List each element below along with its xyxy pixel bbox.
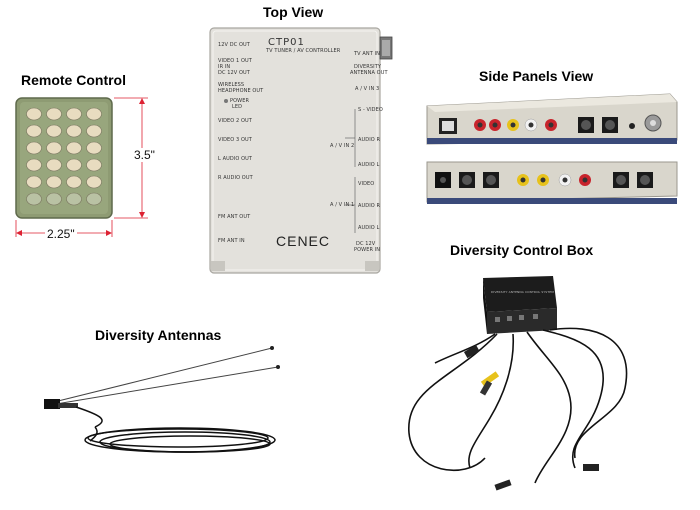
tuner-label-av-in-1: A / V IN 1	[330, 202, 355, 208]
tuner-label-video-1-out: VIDEO 1 OUT	[218, 58, 252, 64]
tuner-label-audio-l-1: AUDIO L	[358, 225, 380, 231]
remote-button	[86, 175, 102, 189]
tuner-label-dc-12v-out: DC 12V OUT	[218, 70, 250, 76]
remote-button	[26, 175, 42, 189]
tuner-label-power-in: POWER IN	[354, 247, 381, 253]
tuner-label-fm-ant-in: FM ANT IN	[218, 238, 245, 244]
tuner-top-view-image	[205, 25, 400, 275]
remote-button	[66, 141, 82, 155]
tuner-label-audio-l-2: AUDIO L	[358, 162, 380, 168]
remote-button	[26, 158, 42, 172]
remote-button	[66, 192, 82, 206]
tuner-label-s-video: S - VIDEO	[358, 107, 383, 113]
remote-button	[26, 124, 42, 138]
diversity-antennas-title: Diversity Antennas	[95, 327, 222, 343]
remote-button	[86, 141, 102, 155]
diversity-control-box-title: Diversity Control Box	[450, 242, 594, 258]
tuner-label-tv-ant-in: TV ANT IN	[354, 51, 380, 57]
remote-button	[86, 192, 102, 206]
tuner-label-audio-r-1: AUDIO R	[358, 203, 381, 209]
remote-button	[86, 158, 102, 172]
remote-button	[46, 124, 62, 138]
remote-control-image	[10, 95, 170, 240]
remote-button	[46, 175, 62, 189]
remote-button	[46, 141, 62, 155]
tuner-label-fm-ant-out: FM ANT OUT	[218, 214, 251, 220]
remote-width-label: 2.25"	[45, 227, 77, 241]
tuner-label-audio-r-2: AUDIO R	[358, 137, 381, 143]
side-panel-top-image	[425, 88, 680, 148]
tuner-brand-logo: CENEC	[276, 233, 331, 249]
tuner-label-headphone-out: HEADPHONE OUT	[218, 88, 264, 94]
tuner-label-ir-in: IR IN	[218, 64, 231, 70]
remote-button	[66, 124, 82, 138]
remote-button	[66, 107, 82, 121]
tuner-label-power: POWER	[230, 98, 250, 104]
remote-height-label: 3.5"	[133, 148, 156, 162]
control-box-label: DIVERSITY ANTENNA CONTROL SYSTEM	[491, 290, 554, 294]
tuner-label-r-audio-out: R AUDIO OUT	[218, 175, 253, 181]
diversity-antennas-image	[40, 345, 290, 470]
tuner-label-antenna-out: ANTENNA OUT	[350, 70, 388, 76]
remote-button	[46, 158, 62, 172]
tuner-label-wireless: WIRELESS	[218, 82, 245, 88]
remote-button	[26, 141, 42, 155]
tuner-label-l-audio-out: L AUDIO OUT	[218, 156, 253, 162]
side-panels-view-title: Side Panels View	[479, 68, 594, 84]
diversity-control-box-image	[395, 268, 700, 505]
tuner-label-diversity: DIVERSITY	[354, 64, 382, 70]
tuner-label-video-3-out: VIDEO 3 OUT	[218, 137, 252, 143]
tuner-label-video-1: VIDEO	[358, 181, 375, 187]
tuner-label-led: LED	[232, 104, 243, 110]
tuner-label-video-2-out: VIDEO 2 OUT	[218, 118, 252, 124]
top-view-title: Top View	[263, 4, 324, 20]
remote-button	[26, 192, 42, 206]
tuner-label-dc-12v: DC 12V	[356, 241, 376, 247]
tuner-model-text: CTP01	[268, 37, 305, 48]
remote-button	[66, 158, 82, 172]
remote-button	[26, 107, 42, 121]
remote-button	[46, 107, 62, 121]
remote-button	[86, 124, 102, 138]
tuner-label-av-in-2: A / V IN 2	[330, 143, 355, 149]
remote-control-title: Remote Control	[21, 72, 126, 88]
tuner-label-12v-dc-out: 12V DC OUT	[218, 42, 250, 48]
side-panel-bottom-image	[425, 158, 680, 208]
remote-button	[46, 192, 62, 206]
tuner-subtitle-text: TV TUNER / AV CONTROLLER	[266, 48, 341, 54]
remote-button	[66, 175, 82, 189]
tuner-label-av-in-3: A / V IN 3	[355, 86, 380, 92]
remote-button	[86, 107, 102, 121]
